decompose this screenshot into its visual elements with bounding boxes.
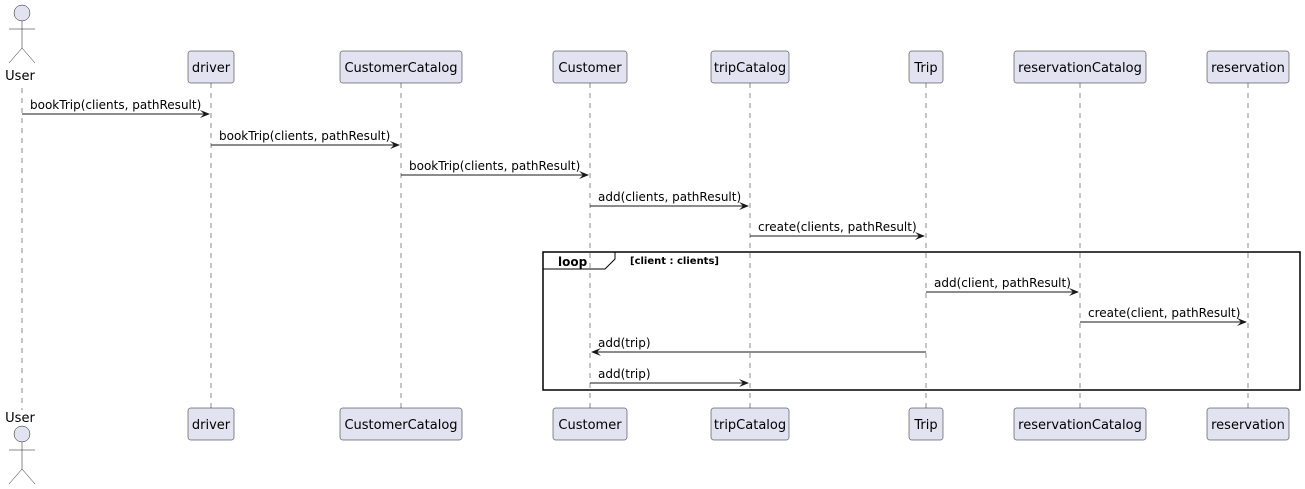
participant-label: reservation (1211, 61, 1285, 76)
loop-keyword: loop (558, 255, 588, 269)
participant-trip-bottom: Trip (908, 407, 944, 441)
participant-box (339, 407, 463, 441)
message-label: bookTrip(clients, pathResult) (409, 159, 580, 173)
participant-driver-top: driver (187, 50, 235, 84)
arrowhead-icon (1069, 288, 1079, 296)
participant-label: Customer (558, 61, 622, 76)
message-1: bookTrip(clients, pathResult) (22, 98, 210, 118)
arrowhead-icon (591, 348, 601, 356)
participant-box (552, 407, 628, 441)
participant-customerCatalog-top: CustomerCatalog (339, 50, 463, 84)
arrowhead-icon (915, 232, 925, 240)
actor-user-label: User (5, 411, 35, 426)
message-label: add(trip) (598, 336, 651, 350)
participant-box (710, 407, 790, 441)
participant-box (1013, 407, 1147, 441)
message-label: add(trip) (598, 367, 651, 381)
participant-label: CustomerCatalog (344, 418, 457, 433)
participant-box (710, 50, 790, 84)
participant-box (1013, 50, 1147, 84)
message-4: add(clients, pathResult) (590, 190, 749, 210)
message-label: bookTrip(clients, pathResult) (219, 129, 390, 143)
participant-label: tripCatalog (714, 61, 786, 76)
actor-stick-figure-icon (8, 4, 36, 64)
participant-label: driver (192, 61, 231, 76)
participant-label: reservation (1211, 418, 1285, 433)
participant-customerCatalog-bottom: CustomerCatalog (339, 407, 463, 441)
participant-customer-top: Customer (552, 50, 628, 84)
messages: bookTrip(clients, pathResult) bookTrip(cl… (22, 98, 1247, 387)
message-label: bookTrip(clients, pathResult) (30, 98, 201, 112)
participant-box (1206, 407, 1290, 441)
participant-label: driver (192, 418, 231, 433)
participant-box (187, 407, 235, 441)
participant-trip-top: Trip (908, 50, 944, 84)
participant-reservation-top: reservation (1206, 50, 1290, 84)
participant-reservationCatalog-top: reservationCatalog (1013, 50, 1147, 84)
participant-box (908, 407, 944, 441)
participant-label: reservationCatalog (1018, 418, 1142, 433)
participant-reservationCatalog-bottom: reservationCatalog (1013, 407, 1147, 441)
participant-box (552, 50, 628, 84)
participant-box (339, 50, 463, 84)
participant-label: Trip (913, 418, 937, 433)
actor-user-bottom: User (5, 411, 36, 485)
participant-driver-bottom: driver (187, 407, 235, 441)
message-label: add(client, pathResult) (934, 276, 1071, 290)
loop-frame-tab (543, 252, 616, 270)
message-2: bookTrip(clients, pathResult) (211, 129, 400, 149)
loop-fragment: loop [client : clients] (542, 251, 1301, 391)
actor-user-top: User (5, 4, 36, 84)
arrowhead-icon (739, 202, 749, 210)
arrowhead-icon (579, 171, 589, 179)
message-8: add(trip) (591, 336, 926, 356)
message-3: bookTrip(clients, pathResult) (401, 159, 589, 179)
participant-tripCatalog-top: tripCatalog (710, 50, 790, 84)
message-label: create(client, pathResult) (1088, 306, 1240, 320)
arrowhead-icon (739, 379, 749, 387)
message-5: create(clients, pathResult) (750, 220, 925, 240)
participant-label: reservationCatalog (1018, 61, 1142, 76)
participant-box (908, 50, 944, 84)
participant-box (187, 50, 235, 84)
message-7: create(client, pathResult) (1080, 306, 1247, 326)
actor-user-label: User (5, 69, 35, 84)
participant-label: Trip (913, 61, 937, 76)
message-6: add(client, pathResult) (926, 276, 1079, 296)
participant-boxes: driverdriverCustomerCatalogCustomerCatal… (187, 50, 1290, 441)
participant-label: tripCatalog (714, 418, 786, 433)
lifelines (21, 83, 1249, 410)
participant-label: CustomerCatalog (344, 61, 457, 76)
arrowhead-icon (1237, 318, 1247, 326)
actor-stick-figure-icon (8, 425, 36, 485)
participant-reservation-bottom: reservation (1206, 407, 1290, 441)
participant-label: Customer (558, 418, 622, 433)
loop-condition: [client : clients] (630, 256, 719, 267)
participant-customer-bottom: Customer (552, 407, 628, 441)
loop-frame-border (542, 251, 1301, 391)
message-9: add(trip) (590, 367, 749, 387)
arrowhead-icon (200, 110, 210, 118)
message-label: add(clients, pathResult) (598, 190, 741, 204)
message-label: create(clients, pathResult) (758, 220, 917, 234)
participant-tripCatalog-bottom: tripCatalog (710, 407, 790, 441)
arrowhead-icon (390, 141, 400, 149)
participant-box (1206, 50, 1290, 84)
